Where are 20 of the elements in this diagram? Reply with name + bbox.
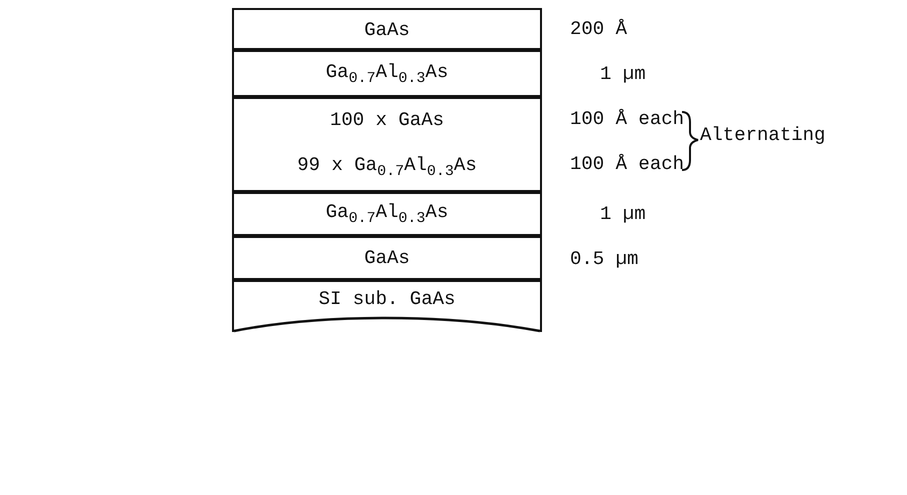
- layer-label: SI sub. GaAs: [318, 288, 456, 310]
- thickness-label: 0.5 µm: [570, 248, 638, 270]
- layer-box: [232, 48, 542, 99]
- layer-label: GaAs: [364, 247, 410, 269]
- note-label: Alternating: [700, 124, 826, 146]
- layer-box: [232, 95, 542, 194]
- layer-label: Ga$_{0.7}$Al$_{0.3}$As: [326, 201, 448, 227]
- layer-label: GaAs: [364, 19, 410, 41]
- thickness-label: 1 µm: [600, 63, 646, 85]
- thickness-label: 100 Å each: [570, 108, 684, 130]
- layer-label: 100 x GaAs: [330, 108, 444, 131]
- layer-box: [232, 278, 542, 332]
- thickness-label: 200 Å: [570, 18, 628, 40]
- thickness-label: 100 Å each: [570, 153, 684, 175]
- layer-box: [232, 190, 542, 238]
- layer-box: [232, 8, 542, 52]
- layer-label: 99 x Ga$_{0.7}$Al$_{0.3}$As: [297, 154, 477, 180]
- layer-label: Ga$_{0.7}$Al$_{0.3}$As: [326, 60, 448, 86]
- thickness-label: 1 µm: [600, 203, 646, 225]
- layer-box: [232, 234, 542, 282]
